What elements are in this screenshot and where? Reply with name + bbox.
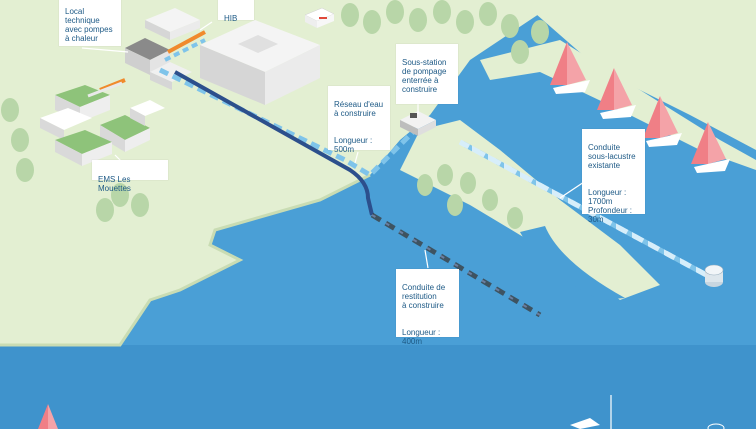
trees — [1, 0, 549, 229]
callout-hib: HIB — [218, 0, 254, 23]
sailboat-icon — [691, 122, 730, 173]
callout-conduite-sous-lacustre: Conduite sous-lacustre existante Longueu… — [582, 129, 645, 224]
reseau-length: Longueur : 500m — [334, 136, 373, 154]
sailboat-icon — [643, 96, 682, 147]
callout-sous-station: Sous-station de pompage enterrée à const… — [396, 44, 458, 104]
reseau-title: Réseau d'eau à construire — [334, 100, 384, 118]
conduite-lac-title: Conduite sous-lacustre existante — [588, 143, 636, 170]
ems-buildings — [40, 85, 165, 166]
shore-edge — [0, 173, 371, 347]
hib-label: HIB — [224, 14, 238, 23]
sailboat-icon — [38, 404, 58, 429]
sous-station-label: Sous-station de pompage enterrée à const… — [402, 58, 447, 94]
restitution-title: Conduite de restitution à construire — [402, 283, 446, 310]
heat-pipes — [87, 30, 206, 98]
ambulance-icon — [304, 7, 335, 28]
callout-ems: EMS Les Mouettes — [92, 160, 168, 193]
sous-station-building — [400, 111, 436, 136]
local-technique-label: Local technique avec pompes à chaleur — [65, 7, 113, 43]
harbour-basin — [520, 226, 625, 300]
shore-land — [0, 0, 756, 150]
boat-icon — [570, 395, 725, 429]
conduite-lac-specs: Longueur : 1700m Profondeur : 30m — [588, 188, 633, 224]
callout-local-technique: Local technique avec pompes à chaleur — [59, 0, 121, 46]
intake-tower-icon — [704, 264, 724, 287]
lake-shade — [0, 345, 756, 429]
callout-conduite-restitution: Conduite de restitution à construire Lon… — [396, 269, 459, 346]
ems-label: EMS Les Mouettes — [98, 175, 131, 193]
pipe-supply-dark — [174, 70, 374, 216]
peninsula — [400, 120, 660, 300]
sailboat-icon — [550, 42, 590, 94]
callout-reseau-eau: Réseau d'eau à construire Longueur : 500… — [328, 86, 390, 154]
sailboat-icon — [597, 68, 636, 119]
hib-building — [145, 8, 320, 105]
restitution-length: Longueur : 400m — [402, 328, 441, 346]
